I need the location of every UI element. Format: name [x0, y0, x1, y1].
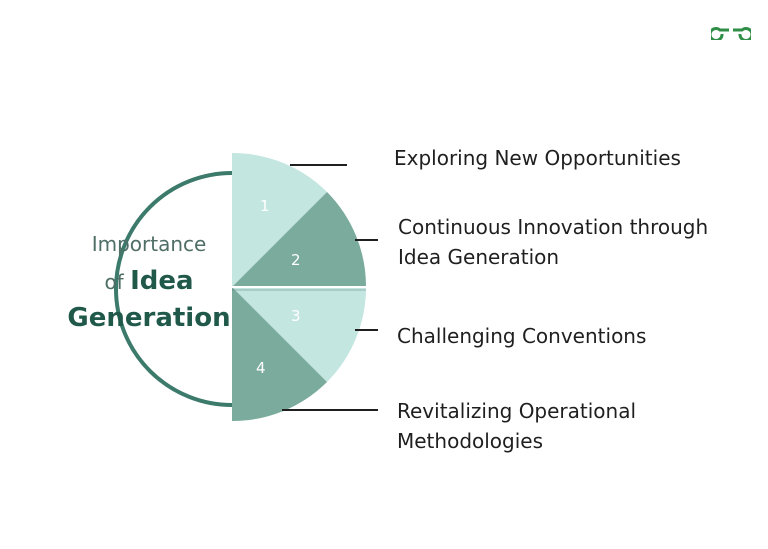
segment-4 [232, 287, 327, 422]
segment-1 [232, 152, 327, 287]
label-revitalizing-operational: Revitalizing Operational Methodologies [397, 396, 636, 456]
segment-number-4: 4 [256, 359, 266, 377]
label-exploring-new-opportunities: Exploring New Opportunities [394, 146, 681, 170]
label-continuous-innovation: Continuous Innovation through Idea Gener… [398, 212, 708, 272]
segment-2 [232, 192, 367, 287]
center-title-prefix: of [104, 270, 124, 294]
center-title-line3: Generation [67, 303, 231, 333]
center-title-line2: of Idea [60, 266, 238, 296]
label-continuous-innovation-line2: Idea Generation [398, 245, 560, 269]
center-title-line1: Importance [91, 232, 207, 256]
label-revitalizing-line1: Revitalizing Operational [397, 399, 637, 423]
label-continuous-innovation-line1: Continuous Innovation through [398, 215, 709, 239]
segment-number-2: 2 [291, 251, 301, 269]
center-title-bold: Idea [130, 266, 194, 296]
segment-3 [232, 287, 367, 382]
segment-number-1: 1 [260, 197, 270, 215]
segment-number-3: 3 [291, 307, 301, 325]
label-challenging-conventions: Challenging Conventions [397, 324, 647, 348]
label-revitalizing-line2: Methodologies [397, 429, 544, 453]
gfg-logo-icon [711, 27, 751, 40]
outer-circle [114, 171, 233, 407]
